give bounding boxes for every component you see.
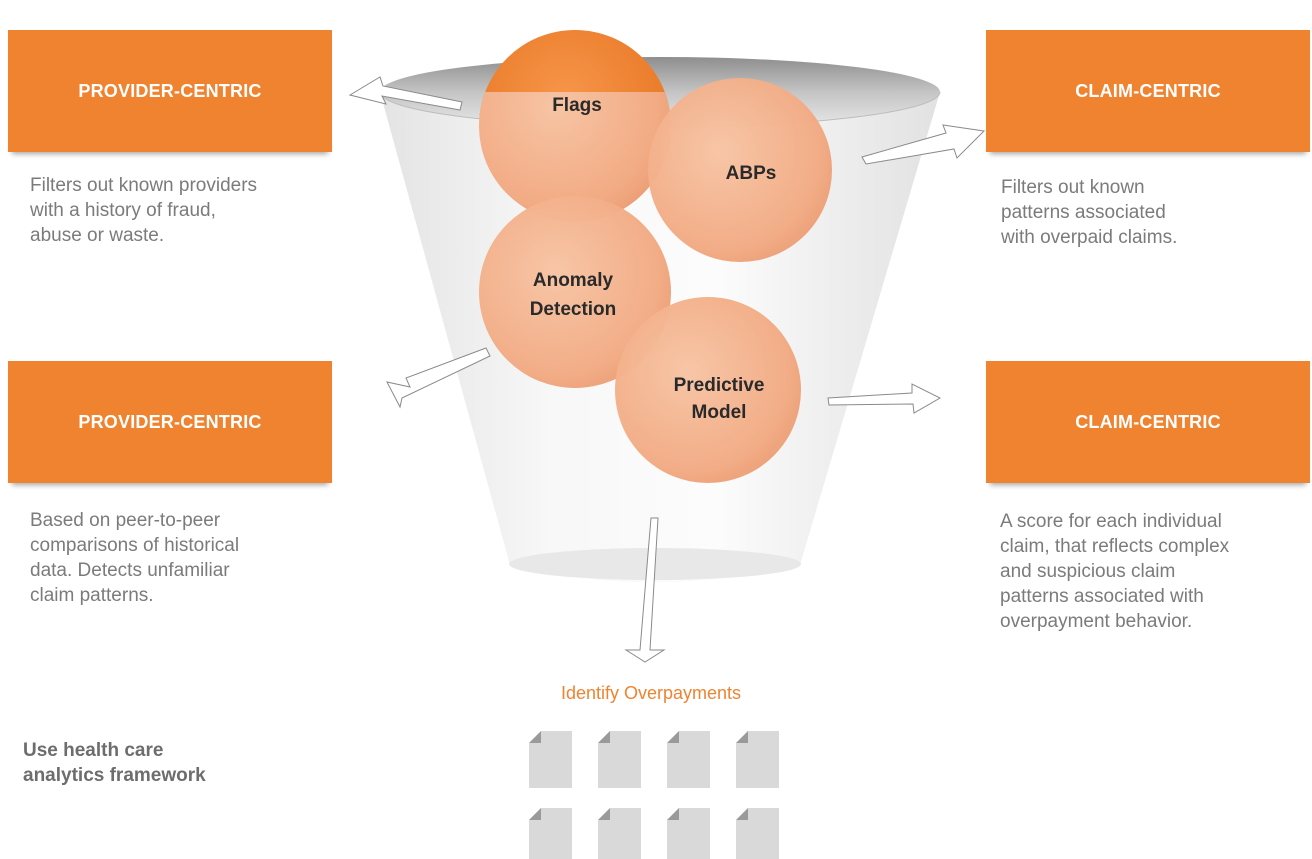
arrow-to-provider-top	[348, 76, 463, 111]
provider-centric-description-middle: Based on peer-to-peer comparisons of his…	[30, 508, 239, 608]
claim-centric-title-middle: CLAIM-CENTRIC	[1075, 411, 1221, 432]
abps-sphere	[648, 78, 832, 262]
document-icon	[736, 808, 779, 859]
identify-overpayments-label: Identify Overpayments	[561, 683, 741, 703]
desc-line: patterns associated with	[1000, 586, 1204, 607]
desc-line: claim, that reflects complex	[1000, 536, 1230, 557]
desc-line: data. Detects unfamiliar	[30, 560, 230, 581]
desc-line: patterns associated	[1001, 202, 1166, 223]
arrow-to-overpayments	[624, 517, 666, 663]
provider-centric-description-top: Filters out known providers with a histo…	[30, 173, 257, 248]
predictive-model-sphere	[615, 297, 801, 483]
desc-line: abuse or waste.	[30, 225, 165, 246]
framework-note-line: analytics framework	[23, 765, 206, 786]
provider-centric-box-middle: PROVIDER-CENTRIC	[8, 361, 332, 483]
provider-centric-title-middle: PROVIDER-CENTRIC	[78, 411, 262, 432]
anomaly-label-line1: Anomaly	[533, 270, 614, 291]
predictive-label-line2: Model	[692, 402, 747, 423]
framework-note: Use health care analytics framework	[23, 738, 206, 788]
desc-line: and suspicious claim	[1000, 561, 1176, 582]
claim-centric-box-middle: CLAIM-CENTRIC	[986, 361, 1310, 483]
desc-line: with overpaid claims.	[1001, 227, 1178, 248]
claim-centric-title-top: CLAIM-CENTRIC	[1075, 80, 1221, 101]
desc-line: overpayment behavior.	[1000, 611, 1193, 632]
predictive-label-line1: Predictive	[674, 375, 765, 396]
provider-centric-title-top: PROVIDER-CENTRIC	[78, 80, 262, 101]
document-icon	[529, 808, 572, 859]
claim-centric-description-top: Filters out known patterns associated wi…	[1001, 175, 1177, 250]
document-icon	[598, 731, 641, 788]
flags-label: Flags	[552, 95, 602, 116]
document-icon	[667, 808, 710, 859]
desc-line: claim patterns.	[30, 585, 154, 606]
document-icon	[667, 731, 710, 788]
provider-centric-box-top: PROVIDER-CENTRIC	[8, 30, 332, 152]
document-icon	[529, 731, 572, 788]
desc-line: A score for each individual	[1000, 511, 1222, 532]
framework-note-line: Use health care	[23, 740, 164, 761]
anomaly-label-line2: Detection	[530, 299, 617, 320]
anomaly-detection-sphere	[479, 196, 671, 388]
desc-line: Filters out known	[1001, 177, 1145, 198]
arrow-to-claim-mid	[827, 383, 942, 414]
abps-label: ABPs	[726, 163, 777, 184]
claim-centric-description-middle: A score for each individual claim, that …	[1000, 509, 1229, 634]
desc-line: comparisons of historical	[30, 535, 240, 556]
document-grid	[529, 731, 779, 859]
desc-line: Filters out known providers	[30, 175, 258, 196]
desc-line: with a history of fraud,	[30, 200, 216, 221]
document-icon	[736, 731, 779, 788]
document-icon	[598, 808, 641, 859]
claim-centric-box-top: CLAIM-CENTRIC	[986, 30, 1310, 152]
arrow-to-claim-top	[861, 124, 986, 165]
arrow-to-provider-mid	[386, 347, 491, 409]
desc-line: Based on peer-to-peer	[30, 510, 221, 531]
